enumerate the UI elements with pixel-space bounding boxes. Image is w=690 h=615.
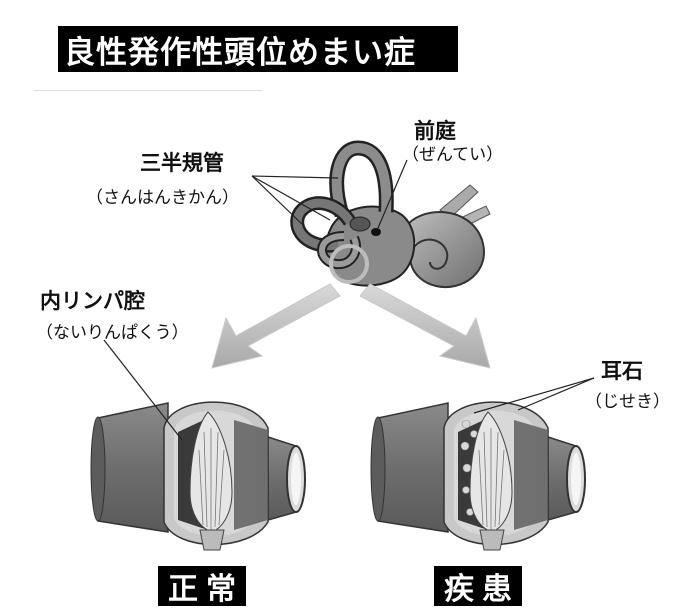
label-semicircular-canals: 三半規管 [140,151,224,175]
caption-normal: 正常 [168,572,244,607]
caption-disease-box: 疾患 [434,566,522,607]
label-endolymph-reading: （ないりんぱくう） [36,323,189,343]
label-otolith-reading: （じせき） [585,392,670,412]
leader-lines-bottom [103,339,595,441]
page-title: 良性発作性頭位めまい症 [64,34,416,71]
divider [34,90,262,91]
caption-disease: 疾患 [444,572,520,607]
ampulla-disease [370,401,586,551]
title-banner: 良性発作性頭位めまい症 [58,26,458,72]
arrow-to-normal [211,283,341,369]
label-endolymph: 内リンパ腔 [40,289,145,313]
label-semicircular-canals-reading: （さんはんきかん） [86,188,239,208]
inner-ear [290,140,491,289]
leader-lines-top [251,159,408,229]
arrow-to-disease [359,283,491,369]
label-otolith: 耳石 [601,359,643,383]
caption-normal-box: 正常 [158,566,246,607]
label-vestibule-reading: （ぜんてい） [402,145,504,165]
ampulla-normal [90,401,306,551]
label-vestibule: 前庭 [414,119,456,143]
